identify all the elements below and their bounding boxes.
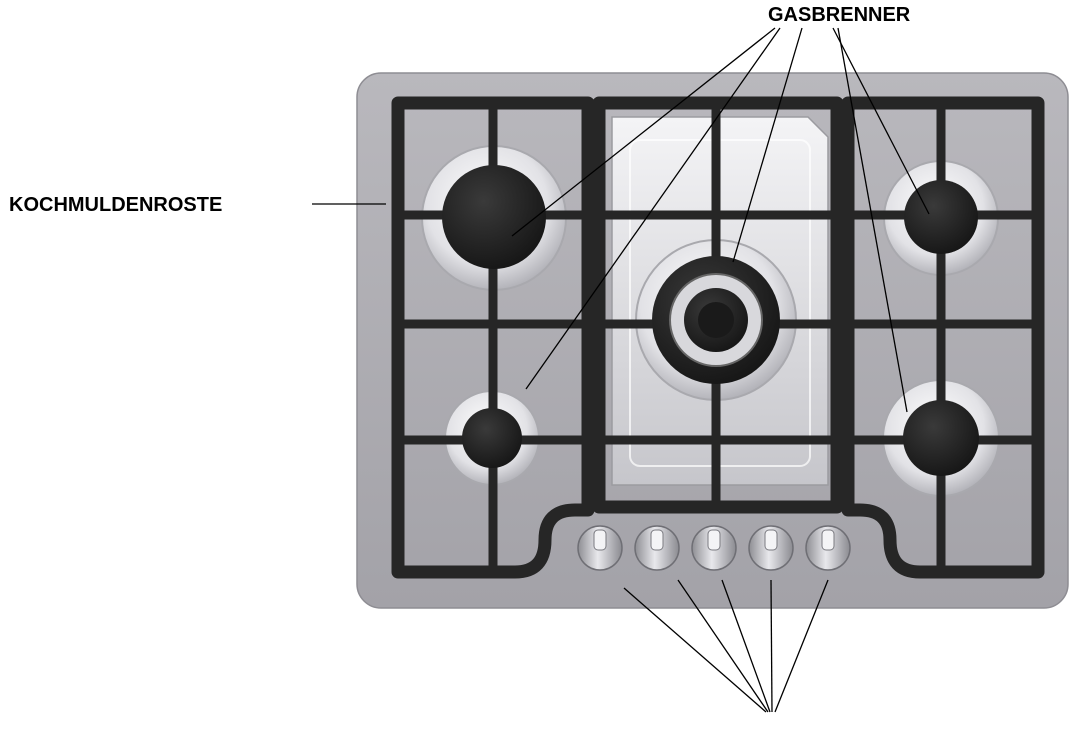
burner-cap-right-bottom: [903, 400, 979, 476]
burner-cap-right-top: [904, 180, 978, 254]
left-grate-outline: [391, 96, 595, 579]
burner-caps: [442, 165, 979, 476]
gas-burner-label: GASBRENNER: [768, 4, 911, 26]
knob-4[interactable]: [748, 525, 794, 571]
burner-cap-left-small: [462, 408, 522, 468]
pan-support-label: KOCHMULDENROSTE: [9, 194, 222, 216]
knob-5[interactable]: [805, 525, 851, 571]
control-knobs: [577, 525, 851, 571]
knob-leader-lines: [623, 579, 829, 713]
knob-1[interactable]: [577, 525, 623, 571]
right-grate-outline: [841, 96, 1045, 579]
gas-burner-leader-lines: [511, 27, 930, 413]
knob-2[interactable]: [634, 525, 680, 571]
burner-cap-left-large: [442, 165, 546, 269]
knob-3[interactable]: [691, 525, 737, 571]
wok-burner-center: [698, 302, 734, 338]
